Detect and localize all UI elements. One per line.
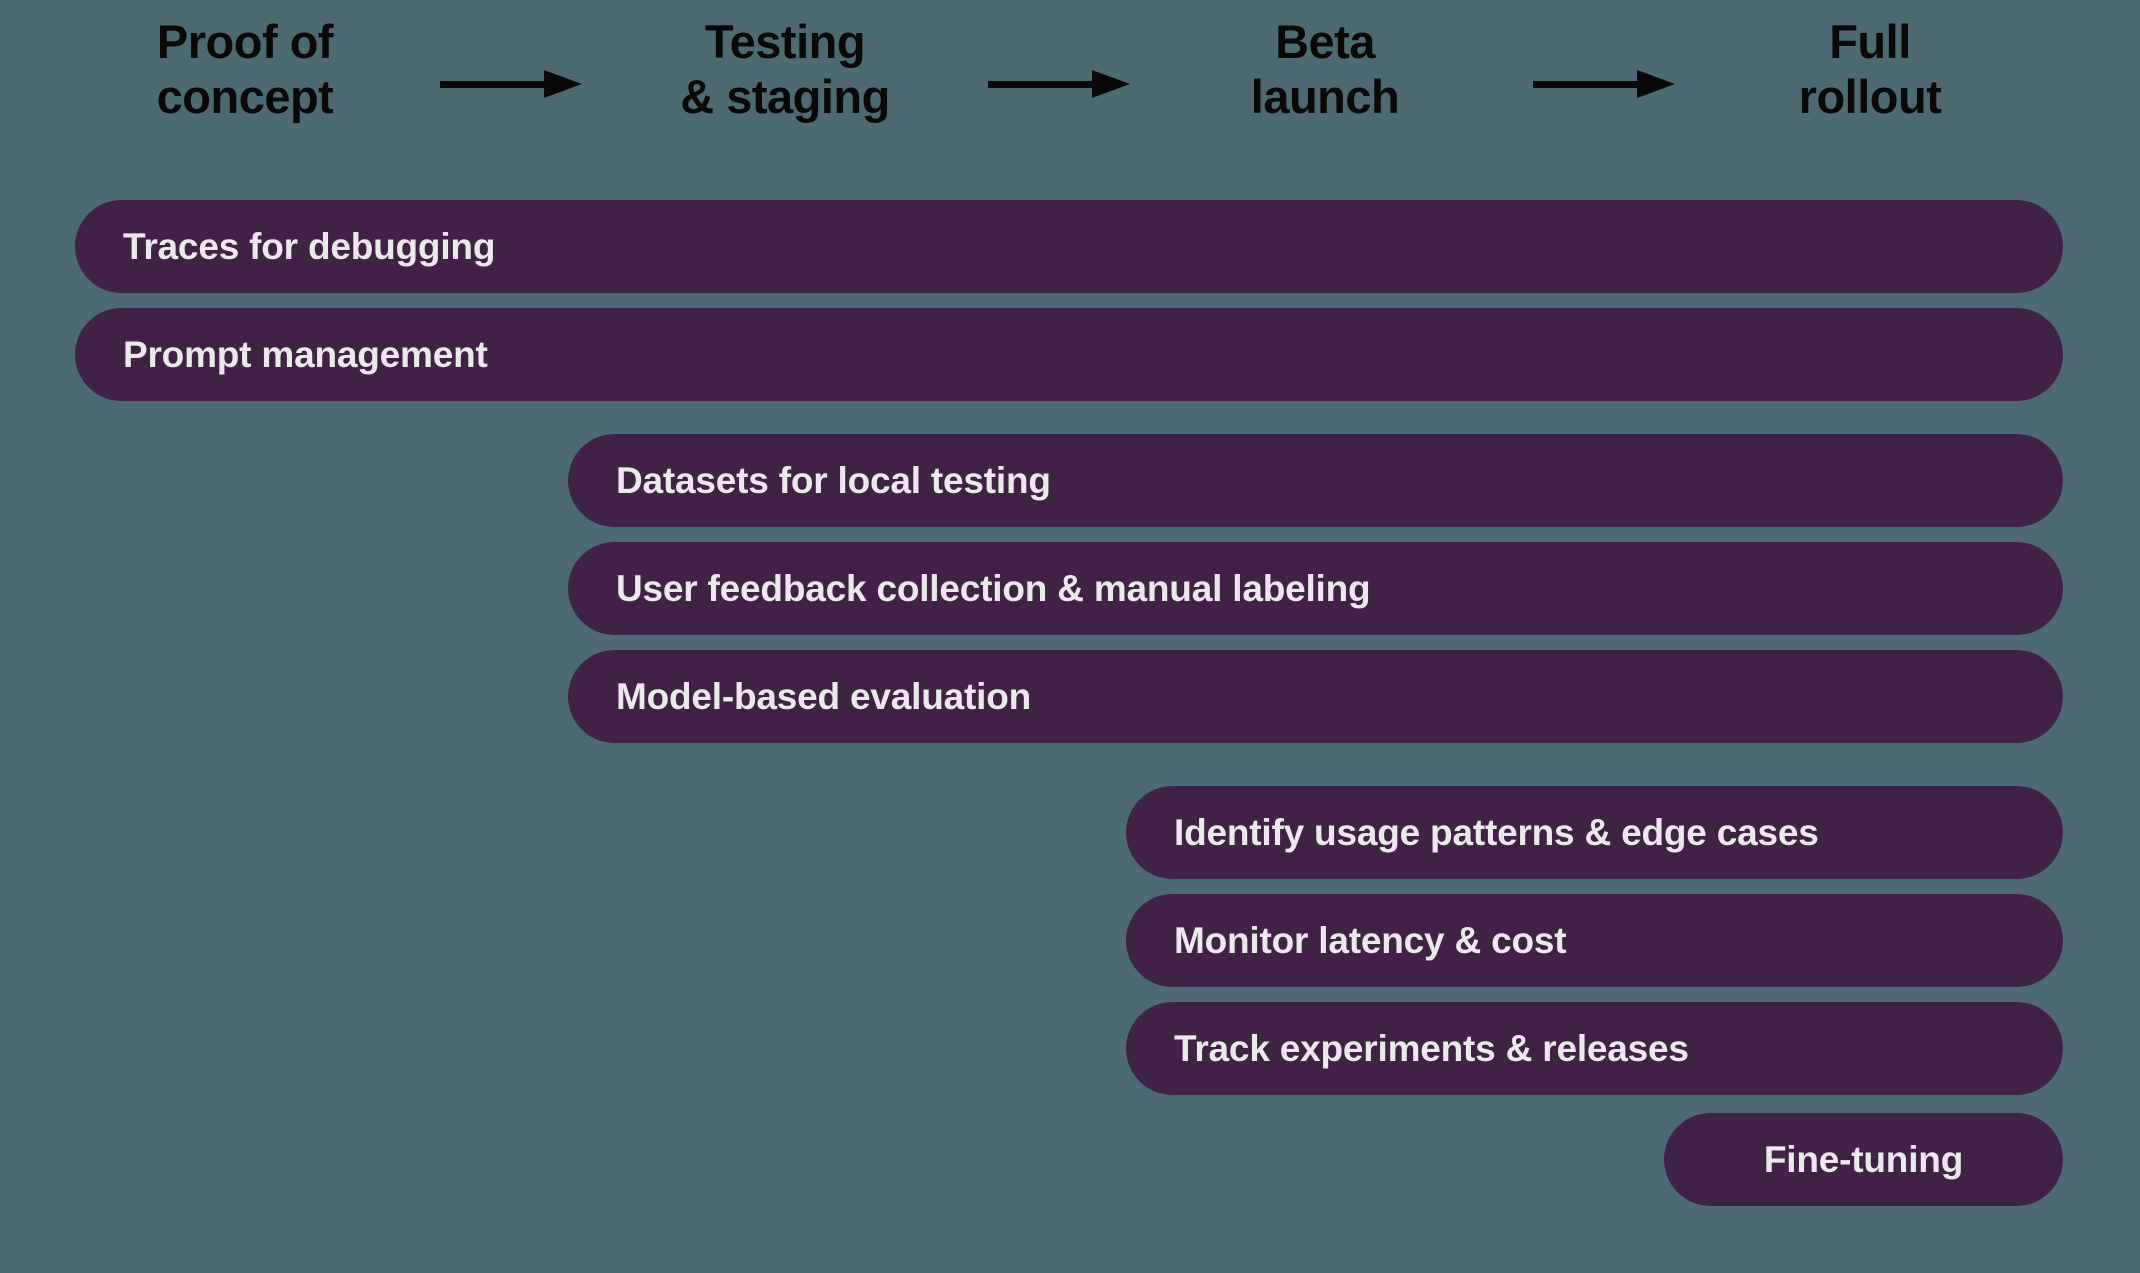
- capability-pill-label: Prompt management: [123, 334, 488, 375]
- capability-pill-label: User feedback collection & manual labeli…: [616, 568, 1371, 609]
- arrow-right-icon: [1533, 70, 1675, 98]
- stage-testing-and-staging: Testing & staging: [680, 15, 890, 124]
- capability-pill-label: Fine-tuning: [1763, 1139, 1964, 1180]
- stage-beta-launch: Beta launch: [1250, 15, 1400, 124]
- capability-pill-label: Monitor latency & cost: [1174, 920, 1567, 961]
- capability-pill: Datasets for local testing: [568, 434, 2063, 527]
- capability-pill-label: Model-based evaluation: [616, 676, 1032, 717]
- capability-pill-label: Identify usage patterns & edge cases: [1174, 812, 1819, 853]
- capability-pill: Identify usage patterns & edge cases: [1126, 786, 2063, 879]
- capability-pill: Traces for debugging: [75, 200, 2063, 293]
- capability-pill: Model-based evaluation: [568, 650, 2063, 743]
- arrow-right-icon: [440, 70, 582, 98]
- capability-pill: Prompt management: [75, 308, 2063, 401]
- capability-pill: Track experiments & releases: [1126, 1002, 2063, 1095]
- capability-pill: User feedback collection & manual labeli…: [568, 542, 2063, 635]
- stage-full-rollout: Full rollout: [1798, 15, 1942, 124]
- capability-pill: Fine-tuning: [1664, 1113, 2063, 1206]
- capability-pill-label: Datasets for local testing: [616, 460, 1051, 501]
- stage-proof-of-concept: Proof of concept: [156, 15, 334, 124]
- capability-pill-label: Track experiments & releases: [1174, 1028, 1689, 1069]
- stage-header: Proof of concept Testing & staging Beta la…: [0, 0, 2140, 175]
- capability-pill: Monitor latency & cost: [1126, 894, 2063, 987]
- capability-pill-label: Traces for debugging: [123, 226, 496, 267]
- arrow-right-icon: [988, 70, 1130, 98]
